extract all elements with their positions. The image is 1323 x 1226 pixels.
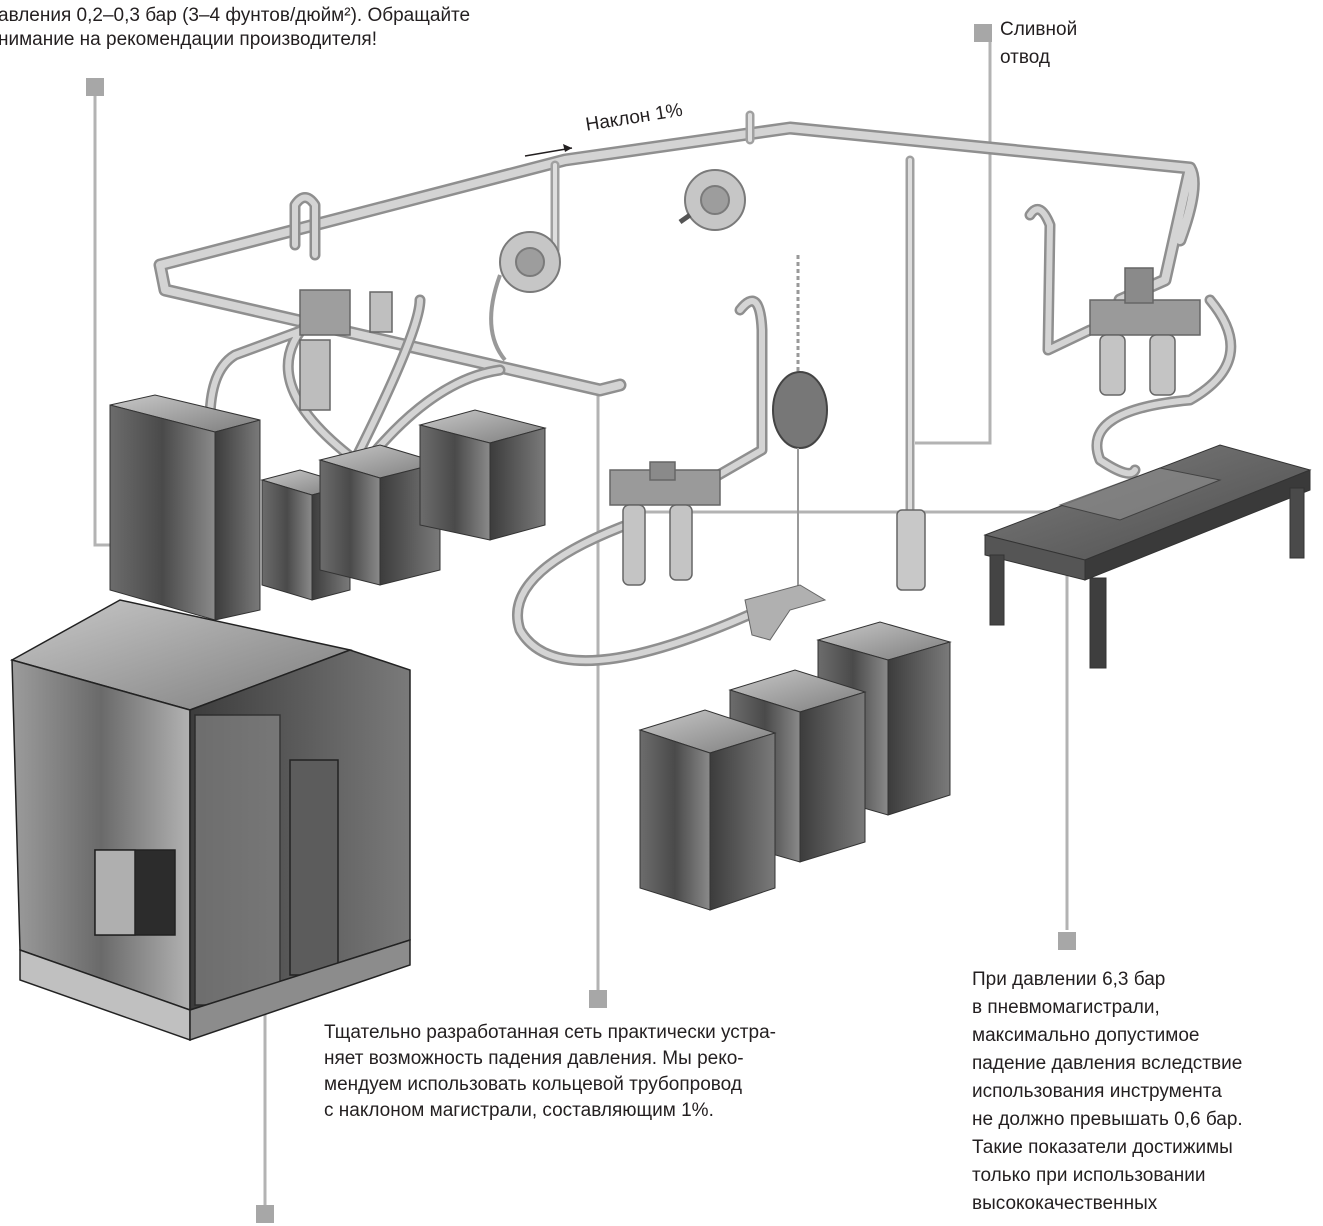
cabinets-top-left xyxy=(109,394,547,621)
callout-right-line-6: не должно превышать 0,6 бар. xyxy=(972,1109,1243,1130)
marker-bottom-left xyxy=(256,1205,274,1223)
callout-right-line-5: использования инструмента xyxy=(972,1081,1222,1102)
marker-right xyxy=(1058,932,1076,950)
callout-center-line-2: няет возможность падения давления. Мы ре… xyxy=(324,1048,744,1069)
callout-center-line-4: с наклоном магистрали, составляющим 1%. xyxy=(324,1100,714,1121)
callout-right-line-8: только при использовании xyxy=(972,1165,1206,1186)
slope-arrow xyxy=(524,144,573,157)
filter-regulators xyxy=(299,267,1201,591)
callout-top-left-line-2: нимание на рекомендации производителя! xyxy=(0,29,377,50)
cabinets-bottom xyxy=(638,621,952,911)
callout-right-line-3: максимально допустимое xyxy=(972,1025,1200,1046)
marker-top-left xyxy=(86,78,104,96)
compressor-unit xyxy=(10,599,411,1042)
callout-right-line-7: Такие показатели достижимы xyxy=(972,1137,1233,1158)
marker-center xyxy=(589,990,607,1008)
callout-center-line-1: Тщательно разработанная сеть практически… xyxy=(324,1022,776,1043)
callout-drain: Сливной отвод xyxy=(1000,16,1077,72)
callout-right-line-4: падение давления вследствие xyxy=(972,1053,1243,1074)
callout-top-left: авления 0,2–0,3 бар (3–4 фунтов/дюйм²). … xyxy=(0,4,470,52)
callout-center: Тщательно разработанная сеть практически… xyxy=(324,1020,776,1124)
callout-right-line-1: При давлении 6,3 бар xyxy=(972,969,1166,990)
callout-right-line-9: высококачественных xyxy=(972,1193,1158,1214)
callout-top-left-line-1: авления 0,2–0,3 бар (3–4 фунтов/дюйм²). … xyxy=(0,5,471,26)
marker-drain xyxy=(974,24,992,42)
callout-right-line-2: в пневмомагистрали, xyxy=(972,997,1160,1018)
hose-reels xyxy=(489,169,746,362)
spring-balancer xyxy=(744,255,828,641)
callout-center-line-3: мендуем использовать кольцевой трубопров… xyxy=(324,1074,742,1095)
callout-drain-line-1: Сливной xyxy=(1000,19,1078,40)
callout-right: При давлении 6,3 бар в пневмомагистрали,… xyxy=(972,966,1243,1218)
callout-drain-line-2: отвод xyxy=(1000,47,1050,68)
work-table xyxy=(983,444,1312,669)
